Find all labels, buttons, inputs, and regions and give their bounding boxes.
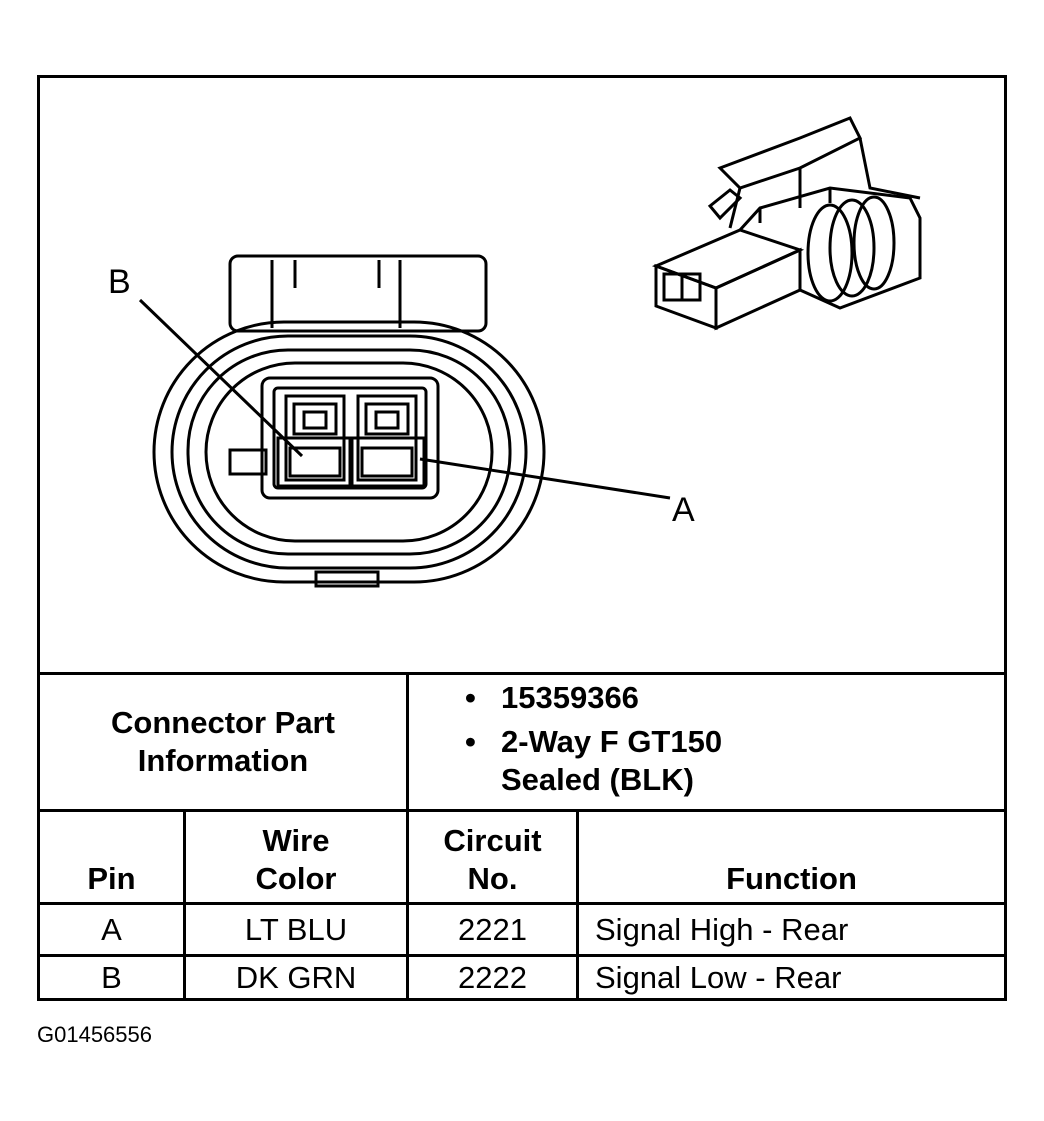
rule-row-divider: [40, 954, 1004, 957]
rule-part-info-top: [40, 672, 1004, 675]
row-b-function: Signal Low - Rear: [595, 959, 842, 995]
row-a-pin: A: [101, 911, 122, 947]
rule-col-1: [183, 809, 186, 998]
rule-col-2: [406, 809, 409, 998]
row-a-circuit: 2221: [458, 911, 527, 947]
part-info-label: Connector Part Information: [111, 705, 335, 778]
header-circuit-no: Circuit No.: [443, 823, 542, 896]
header-pin: Pin: [87, 861, 136, 896]
row-b-wire-color: DK GRN: [235, 959, 357, 995]
rule-header-top: [40, 809, 1004, 812]
header-function: Function: [726, 861, 857, 896]
rule-part-info-divider: [406, 672, 409, 812]
row-b-pin: B: [101, 959, 122, 995]
figure-id: G01456556: [37, 1022, 152, 1047]
connector-description: 2-Way F GT150 Sealed (BLK): [465, 723, 791, 799]
callout-b-label: B: [108, 263, 131, 301]
connector-face-view: [152, 254, 546, 588]
callout-b-leader: [138, 298, 304, 458]
part-info-list: 15359366 2-Way F GT150 Sealed (BLK): [409, 675, 1004, 809]
row-b-circuit: 2222: [458, 959, 527, 995]
part-number: 15359366: [465, 679, 1004, 717]
connector-info-frame: B A Connector Part Information 15359366 …: [37, 75, 1007, 1001]
connector-diagram: B A: [108, 116, 922, 588]
header-wire-color: Wire Color: [255, 823, 337, 896]
callout-a-label: A: [672, 491, 695, 529]
rule-col-3: [576, 809, 579, 998]
row-a-wire-color: LT BLU: [244, 911, 348, 947]
rule-header-bottom: [40, 902, 1004, 905]
callout-a-leader: [419, 457, 671, 500]
row-a-function: Signal High - Rear: [595, 911, 849, 947]
connector-iso-view: [651, 116, 922, 331]
